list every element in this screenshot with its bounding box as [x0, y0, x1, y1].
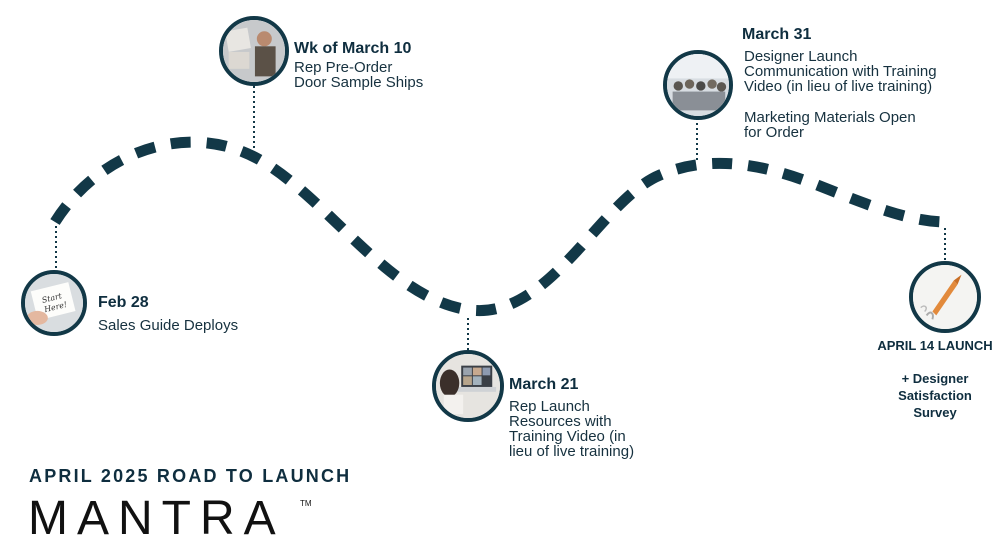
milestone-march10-title: Wk of March 10: [294, 40, 412, 57]
desc-line: Rep Launch: [509, 398, 590, 415]
audience-meeting-image: [663, 50, 733, 120]
road-dashes: [50, 136, 948, 316]
desc-line: Resources with: [509, 413, 612, 430]
start-here-note-image: Start Here!: [21, 270, 87, 336]
road-to-launch-heading: APRIL 2025 ROAD TO LAUNCH: [29, 466, 352, 486]
milestone-march21-title: March 21: [509, 376, 579, 393]
desc-line: Sales Guide Deploys: [98, 317, 239, 334]
milestone-april14-title: APRIL 14 LAUNCH: [877, 338, 993, 353]
desc-line: Survey: [913, 405, 957, 420]
desc-line: Door Sample Ships: [294, 74, 424, 91]
desc-line: Marketing Materials Open: [744, 109, 916, 126]
desc-line: Rep Pre-Order: [294, 59, 393, 76]
milestone-feb28-title: Feb 28: [98, 294, 149, 311]
milestone-march31-title: March 31: [742, 26, 812, 43]
desc-line: Training Video (in: [509, 428, 626, 445]
desc-line: Communication with Training: [744, 63, 937, 80]
desc-line: + Designer: [901, 371, 969, 386]
desc-line: Video (in lieu of live training): [744, 78, 933, 95]
milestone-march10-desc: Rep Pre-Order Door Sample Ships: [294, 60, 423, 90]
milestone-march21-desc: Rep Launch Resources with Training Video…: [509, 399, 634, 459]
video-call-laptop-image: [432, 350, 504, 422]
milestone-feb28-desc: Sales Guide Deploys: [98, 318, 238, 333]
milestone-april14-desc: + Designer Satisfaction Survey: [872, 370, 998, 421]
milestone-march31-desc: Designer Launch Communication with Train…: [744, 49, 937, 94]
brand-logo-text: MANTRA: [28, 492, 285, 545]
desc-line: Satisfaction: [898, 388, 972, 403]
desc-line: lieu of live training): [509, 443, 635, 460]
trademark-symbol: TM: [300, 499, 312, 508]
desc-line: Designer Launch: [744, 48, 858, 65]
milestone-march31-desc-2: Marketing Materials Open for Order: [744, 110, 916, 140]
desc-line: for Order: [744, 124, 805, 141]
paper-rocket-image: [909, 261, 981, 333]
man-carrying-boxes-image: [219, 16, 289, 86]
